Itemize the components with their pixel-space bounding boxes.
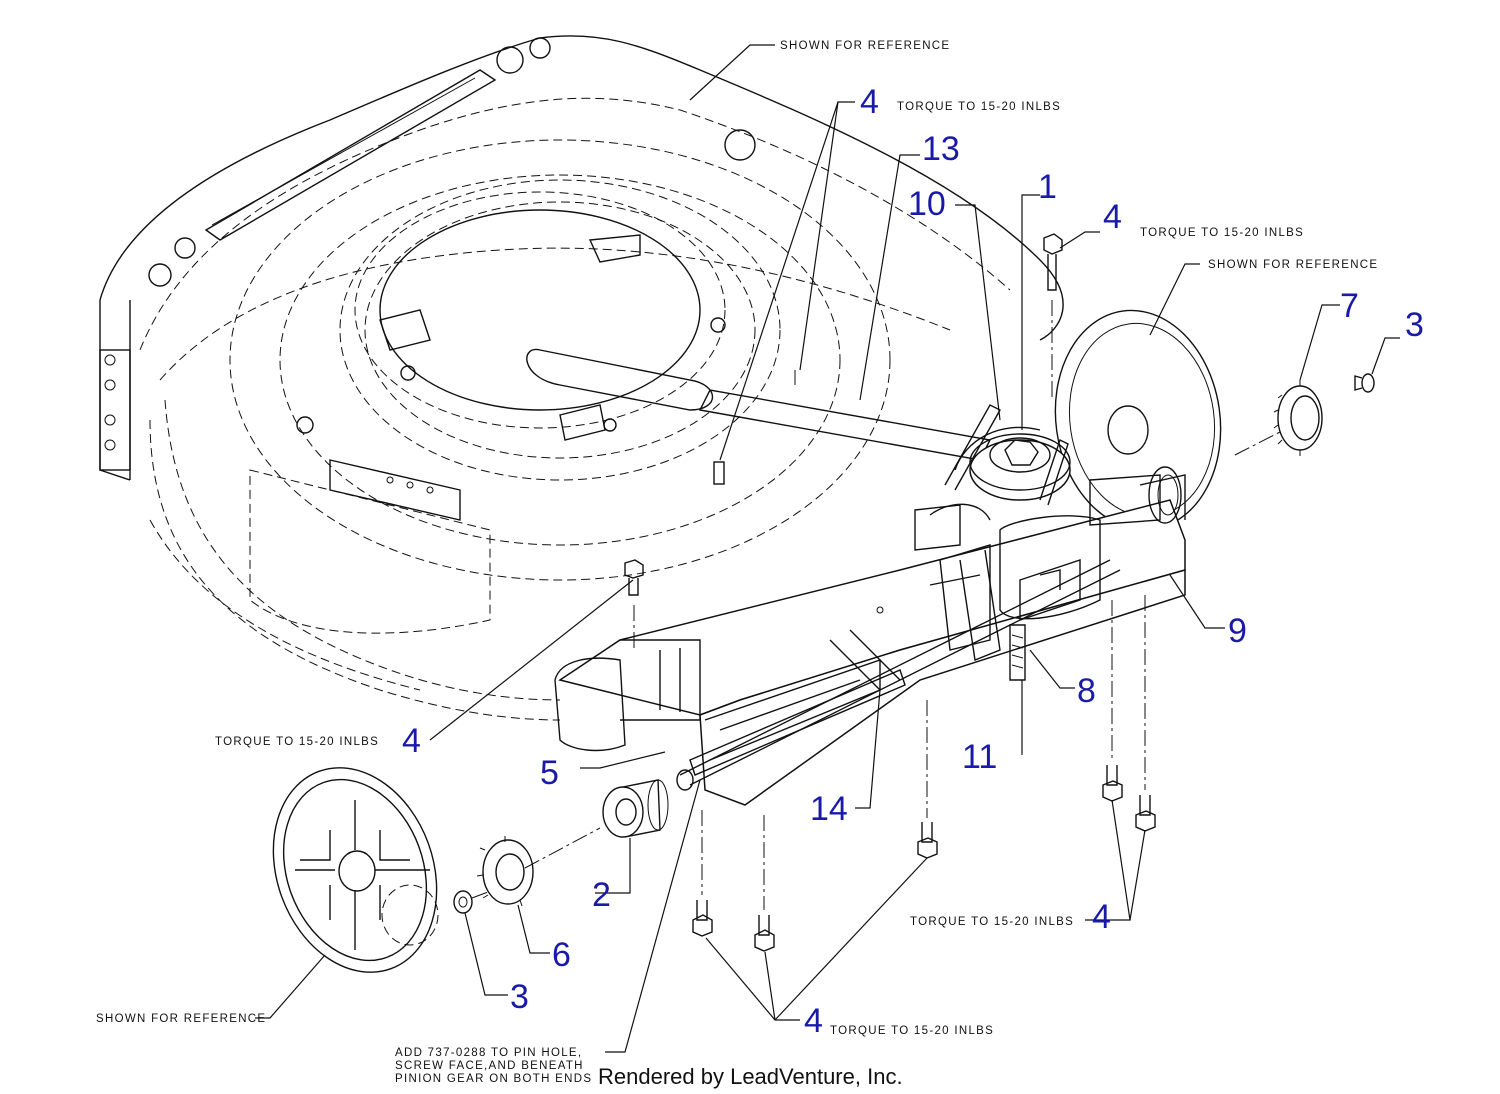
- callout-1: 1: [1038, 168, 1057, 206]
- note-reference-bottom: SHOWN FOR REFERENCE: [96, 1013, 266, 1025]
- callout-4-left: 4: [402, 722, 421, 760]
- callout-5: 5: [540, 754, 559, 792]
- callout-4-top: 4: [860, 83, 879, 121]
- note-reference-right: SHOWN FOR REFERENCE: [1208, 259, 1378, 271]
- bolt-lower-5: [1135, 595, 1156, 832]
- note-torque-right: TORQUE TO 15-20 INLBS: [1140, 227, 1304, 239]
- bolt-left: [624, 559, 644, 650]
- callout-6: 6: [552, 936, 571, 974]
- notes: SHOWN FOR REFERENCE TORQUE TO 15-20 INLB…: [96, 40, 1378, 1085]
- left-wheel-reference: [272, 767, 439, 973]
- pinion-gear-right: [1273, 380, 1323, 456]
- callout-13: 13: [922, 130, 960, 168]
- note-pin-line-2: SCREW FACE,AND BENEATH: [395, 1060, 584, 1072]
- pulley: [944, 404, 1071, 506]
- callout-10: 10: [908, 185, 946, 223]
- footer-credit: Rendered by LeadVenture, Inc.: [598, 1064, 903, 1089]
- callout-4-lower-right: 4: [1092, 898, 1111, 936]
- note-torque-lower-right: TORQUE TO 15-20 INLBS: [910, 916, 1074, 928]
- callout-8: 8: [1077, 672, 1096, 710]
- callout-9: 9: [1228, 612, 1247, 650]
- note-pin-line-3: PINION GEAR ON BOTH ENDS: [395, 1073, 592, 1085]
- hub-cap-left: [453, 890, 473, 914]
- callout-4-bottom: 4: [804, 1002, 823, 1040]
- bolt-lower-1: [692, 810, 713, 937]
- note-pin-line-1: ADD 737-0288 TO PIN HOLE,: [395, 1047, 582, 1059]
- callout-2: 2: [592, 876, 611, 914]
- callout-11: 11: [962, 738, 997, 776]
- callout-3-left: 3: [510, 978, 529, 1016]
- callout-4-right: 4: [1103, 198, 1122, 236]
- bolt-top: [1043, 233, 1063, 400]
- note-reference-top: SHOWN FOR REFERENCE: [780, 40, 950, 52]
- note-torque-top: TORQUE TO 15-20 INLBS: [897, 101, 1061, 113]
- hub-cap-right: [1354, 373, 1375, 393]
- mower-deck: [99, 35, 1064, 721]
- pinion-gear-left: [476, 836, 534, 907]
- drive-axle: [676, 559, 1121, 791]
- leader-lines: [255, 44, 1400, 1053]
- drive-housing: [554, 466, 1186, 806]
- bearing-left: [602, 779, 669, 838]
- callout-14: 14: [810, 790, 848, 828]
- callouts: 4 13 10 1 4 7 3 9 8 11 14 5 4 2 6 3 4 4: [402, 83, 1424, 1040]
- note-torque-bottom: TORQUE TO 15-20 INLBS: [830, 1025, 994, 1037]
- bolt-lower-2: [754, 815, 775, 952]
- callout-3-right: 3: [1405, 306, 1424, 344]
- note-torque-left: TORQUE TO 15-20 INLBS: [215, 736, 379, 748]
- callout-7: 7: [1340, 287, 1359, 325]
- bolt-lower-3: [917, 700, 938, 859]
- bolt-lower-4: [1102, 600, 1123, 802]
